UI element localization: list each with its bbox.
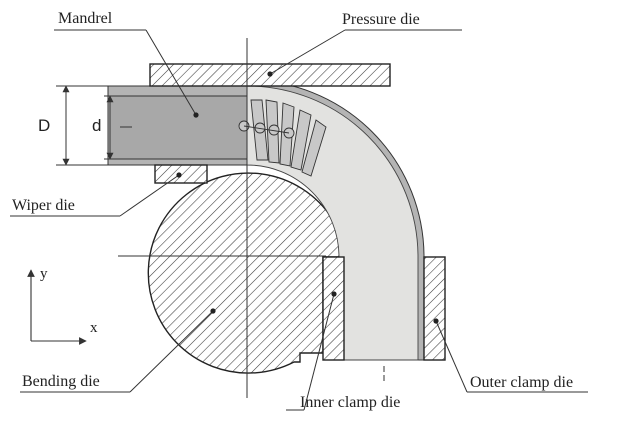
inner-clamp-die [322, 256, 345, 361]
center-lines [118, 38, 385, 398]
label-bending-die: Bending die [22, 373, 100, 390]
mandrel-ball-links [238, 120, 295, 139]
x-axis-label: x [90, 320, 98, 336]
mandrel [109, 95, 248, 160]
y-axis-label: y [40, 266, 48, 282]
bending-die [147, 172, 348, 374]
label-pressure-die: Pressure die [342, 11, 420, 28]
dimension-lines [56, 85, 132, 166]
label-inner-clamp-die: Inner clamp die [300, 394, 400, 411]
dimension-d-label: d [92, 116, 101, 135]
label-mandrel: Mandrel [58, 10, 113, 27]
leader-lines [10, 29, 588, 411]
outer-clamp-die [423, 256, 446, 361]
dimension-D-label: D [38, 116, 50, 135]
coordinate-axes [27, 269, 87, 345]
leader-dots [176, 71, 439, 324]
label-outer-clamp-die: Outer clamp die [470, 374, 573, 391]
label-wiper-die: Wiper die [12, 197, 75, 214]
